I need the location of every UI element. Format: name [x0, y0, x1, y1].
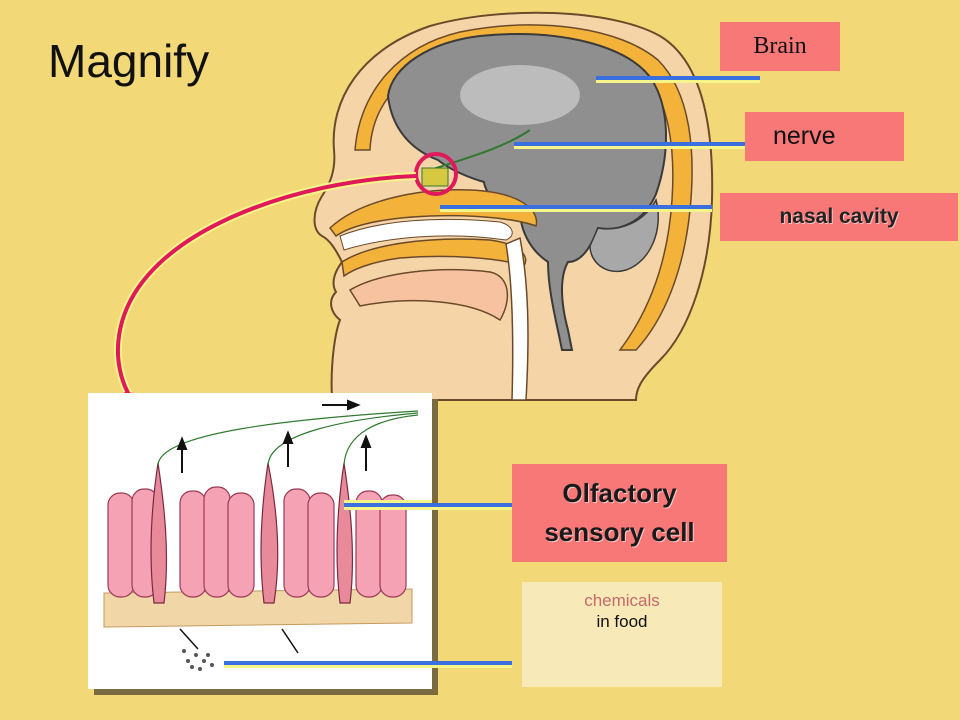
nerve-fibers: [157, 410, 419, 466]
label-brain: Brain: [720, 22, 840, 71]
nasal-white: [339, 218, 513, 251]
label-nerve: nerve: [745, 112, 904, 161]
cerebellum: [589, 197, 660, 273]
magnifier-circle: [414, 152, 458, 196]
olfactory-nerve: [429, 129, 531, 171]
brain-highlight: [460, 65, 580, 125]
magnified-panel: [88, 393, 512, 689]
brain: [386, 33, 667, 351]
olfactory-epithelium-illustration: [103, 399, 512, 671]
olfactory-bulb: [421, 167, 449, 187]
nasal-passage: [328, 189, 538, 238]
signal-arrows: [176, 399, 372, 473]
slide-title: Magnify: [48, 35, 210, 87]
epithelial-cells: [107, 486, 407, 598]
label-chemicals-in-food: chemicals in food: [522, 582, 722, 687]
label-nasal-cavity: nasal cavity: [720, 193, 958, 241]
sensory-cells: [150, 462, 354, 604]
label-olfactory-sensory-cell: Olfactory sensory cell: [512, 464, 727, 562]
throat: [505, 236, 529, 401]
tongue: [348, 269, 509, 322]
chemical-arrows: [179, 628, 299, 654]
chemical-particles: [182, 649, 214, 671]
